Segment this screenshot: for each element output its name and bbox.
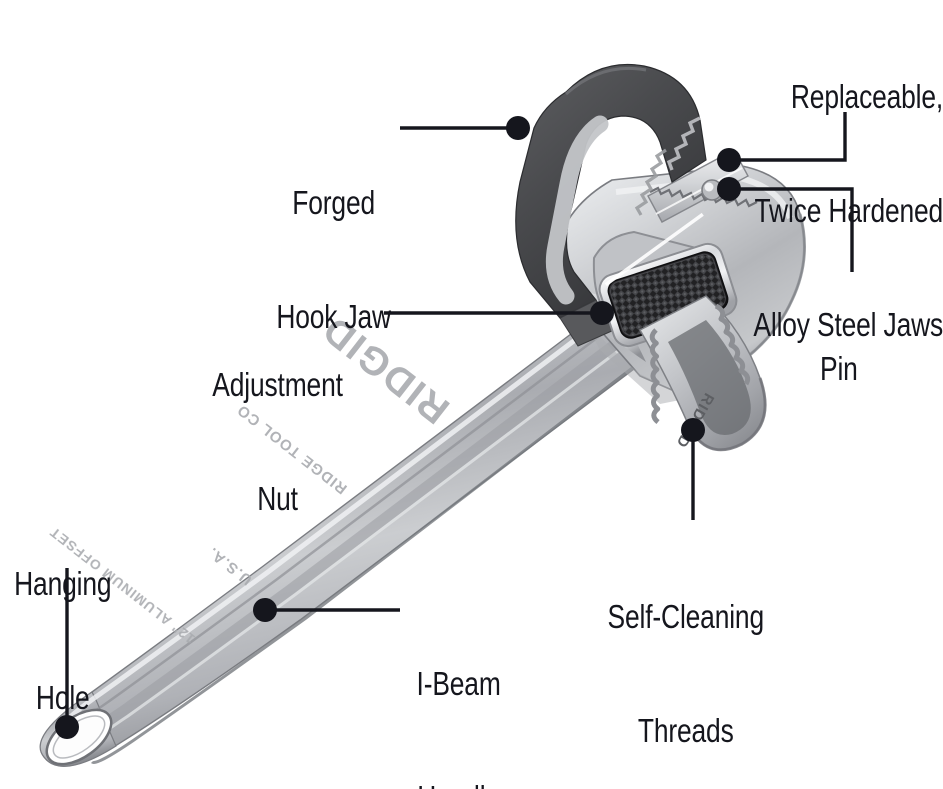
callout-line: Self-Cleaning xyxy=(607,598,765,635)
callout-line: Alloy Steel Jaws xyxy=(753,306,943,343)
callout-adjustment-nut: Adjustment Nut xyxy=(212,290,343,594)
dot-self-cleaning-threads xyxy=(681,418,705,442)
callout-line: Nut xyxy=(257,480,298,517)
callout-line: Replaceable, xyxy=(790,78,943,115)
dot-forged-hook-jaw xyxy=(506,116,530,140)
callout-line: I-Beam xyxy=(416,665,501,702)
callout-replaceable-jaws: Replaceable, Twice Hardened Alloy Steel … xyxy=(753,2,943,420)
dot-pin xyxy=(717,177,741,201)
callout-line: Hole xyxy=(35,679,90,716)
callout-line: Threads xyxy=(637,712,734,749)
dot-hanging-hole xyxy=(55,715,79,739)
callout-self-cleaning-threads: Self-Cleaning Threads xyxy=(607,522,765,789)
callout-line: Forged xyxy=(292,184,375,221)
callout-line: Twice Hardened xyxy=(754,192,943,229)
callout-line: Hook Jaw xyxy=(276,298,391,335)
hook-jaw-teeth xyxy=(634,148,667,216)
dot-adjustment-nut xyxy=(590,301,614,325)
leader-lines xyxy=(65,112,854,721)
callout-hanging-hole: Hanging Hole xyxy=(14,489,111,789)
leader-dots xyxy=(55,116,741,739)
leader-pin xyxy=(735,187,854,272)
callout-pin: Pin xyxy=(820,274,858,464)
callout-line: Handle xyxy=(417,779,501,789)
dot-ibeam-handle xyxy=(253,598,277,622)
callout-line: Pin xyxy=(820,350,858,387)
callout-line: Hanging xyxy=(14,565,112,602)
leader-replaceable-jaws xyxy=(735,112,847,162)
callout-ibeam-handle: I-Beam Handle xyxy=(417,589,501,789)
heel-jaw-teeth xyxy=(649,186,758,208)
callout-line: Adjustment xyxy=(212,366,343,403)
callout-forged-hook-jaw: Forged Hook Jaw xyxy=(276,108,391,412)
dot-replaceable-jaws xyxy=(717,148,741,172)
